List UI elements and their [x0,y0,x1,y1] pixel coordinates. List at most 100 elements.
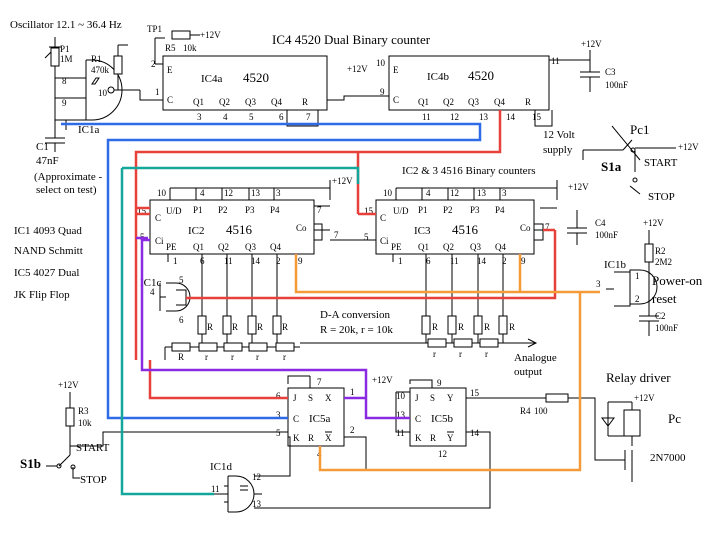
r2-label: R2 [655,246,666,256]
ic3-pin1: 1 [398,256,403,266]
ic3-p2: P2 [443,205,453,215]
pin-9: 9 [62,98,67,108]
s1a-switch[interactable]: 12 Volt supply Pc1 +12V START STOP S1a [543,122,699,203]
ic1b-pin3: 3 [596,279,601,289]
ic3-pin14: 14 [477,256,487,266]
r-label-8: R [484,322,490,332]
ic1c-pin4: 4 [150,287,155,297]
orange-wire [294,254,600,472]
v12-r5: +12V [200,30,221,40]
ic1d-pin11: 11 [211,484,220,494]
ic3-pin15: 15 [364,206,374,216]
ic3-pe: PE [391,242,402,252]
ic1c-pin5: 5 [179,275,184,285]
ic2-q1: Q1 [193,242,204,252]
s1a-start: START [644,157,678,169]
pin-11-out: 11 [551,56,560,66]
da-ladder-ic2: R R R R R r r r r [164,254,300,362]
ic2-ci: Ci [155,236,164,246]
ic4b-q3: Q3 [468,97,479,107]
ic5-note: IC5 4027 Dual [14,267,79,279]
ic4a-name: IC4a [201,73,223,85]
ic5b-s: S [430,393,435,403]
ic5b-name: IC5b [431,413,454,425]
ic3-pin12: 12 [450,188,459,198]
c2-value: 100nF [655,323,678,333]
pc1-label: Pc1 [630,122,650,137]
c1-label: C1 [36,141,49,153]
ic2-chip: U/D C Ci PE P1 P2 P3 P4 IC2 4516 Co Q1 Q… [149,199,315,255]
s1a-stop: STOP [648,191,675,203]
ic5a-r: R [308,433,314,443]
relay-driver: Relay driver +12V R4 100 Pc 2N7000 [520,370,686,482]
ic5b-pin12: 12 [438,449,447,459]
r-label-9: R [509,322,515,332]
ic4b-q1: Q1 [418,97,429,107]
ic4b-r: R [525,97,531,107]
ic4b-q2: Q2 [443,97,454,107]
ic3-pin6: 6 [426,256,431,266]
p1-value: 1M [60,54,73,64]
p1-label: P1 [60,44,70,54]
pin-2: 2 [151,59,156,69]
oscillator: P1 1M R1 470k 8 9 10 IC1a [44,37,140,152]
r1-value: 470k [91,65,110,75]
ic5a-pin2: 2 [350,425,355,435]
c3-value: 100nF [605,80,628,90]
ic2-pin9: 9 [298,256,303,266]
r-label-6: R [432,322,438,332]
rr-label-3: r [256,352,259,362]
pin-c: C [393,95,399,105]
supply-label-2: supply [543,144,573,156]
ic1d-gate: IC1d 11 12 13 [210,431,491,513]
pin-7: 7 [306,112,311,122]
ic2-pe: PE [166,242,177,252]
ic1d-pin12: 12 [252,472,261,482]
reset-label: reset [652,291,677,306]
ic3-ud: U/D [393,206,409,216]
ic5b-pin15: 15 [470,388,480,398]
red-wire [134,110,557,400]
ic3-pin7: 7 [545,222,550,232]
c1-note-2: select on test) [36,184,97,196]
ic1c-gate: IC1c 4 5 6 [140,275,191,325]
ic5a-chip: J S X C IC5a K R X 7 6 3 5 1 2 4 [276,375,367,470]
ic2-p3: P3 [245,205,255,215]
v12-r2: +12V [643,218,664,228]
ic5a-pin6: 6 [276,391,281,401]
r1-label: R1 [91,54,102,64]
rr-label-7: r [485,349,488,359]
c4-label: C4 [595,218,606,228]
ic2-q4: Q4 [270,242,281,252]
pin-e: E [393,65,399,75]
r2-value: 2M2 [655,257,672,267]
ic4b-name: IC4b [427,71,450,83]
da-ladder-ic3: R R R R r r r [300,254,538,359]
s1b-switch[interactable]: +12V R3 10k START STOP S1b [20,380,288,486]
rr-label-2: r [231,352,234,362]
ic3-pin3: 3 [502,188,507,198]
ic4a-chip: E C IC4a 4520 Q1 Q2 Q3 Q4 R 2 1 3 4 5 6 … [151,55,328,122]
ic5a-c: C [293,414,299,424]
ic5a-pin1: 1 [350,387,355,397]
ic2-c: C [155,213,161,223]
r-label-2: R [232,322,238,332]
v12-ic3: +12V [568,182,589,192]
ic4-title: IC4 4520 Dual Binary counter [272,32,431,47]
ic3-q3: Q3 [470,242,481,252]
ic4b-chip: E C IC4b 4520 Q1 Q2 Q3 Q4 R 10 9 11 12 1… [376,55,560,122]
ic3-pin5: 5 [364,232,369,242]
ic3-pin9: 9 [521,256,526,266]
ic1b-label: IC1b [604,259,627,271]
ic3-q4: Q4 [495,242,506,252]
rr-label-4: r [283,352,286,362]
ic5a-pin3: 3 [276,410,281,420]
ic2-p2: P2 [218,205,228,215]
ic3-pin13: 13 [477,188,487,198]
r5-value: 10k [183,43,197,53]
r-label-3: R [257,322,263,332]
c2-label: C2 [655,311,666,321]
r5-label: R5 [165,43,176,53]
pin-3: 3 [197,112,202,122]
pin-11: 11 [422,112,431,122]
